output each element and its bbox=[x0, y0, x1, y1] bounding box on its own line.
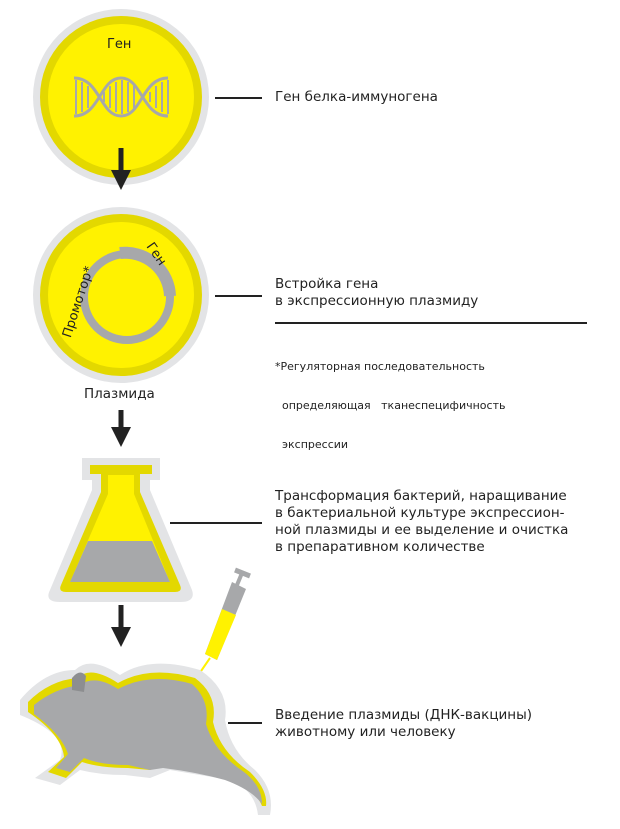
step-1-text: Ген белка-иммуногена bbox=[275, 89, 438, 105]
text-line: Встройка гена bbox=[275, 276, 379, 292]
leader-line bbox=[170, 522, 262, 524]
dna-icon bbox=[73, 76, 169, 118]
step-3-text: Трансформация бактерий, наращивание в ба… bbox=[275, 488, 568, 556]
text-line: Трансформация бактерий, наращивание bbox=[275, 488, 567, 504]
footnote-line: экспрессии bbox=[275, 438, 349, 451]
text-line: животному или человеку bbox=[275, 724, 456, 740]
text-line: в бактериальной культуре экспрессион- bbox=[275, 505, 565, 521]
footnote-line: *Регуляторная последовательность bbox=[275, 360, 485, 373]
step-4-text: Введение плазмиды (ДНК-вакцины) животном… bbox=[275, 707, 532, 741]
gene-label: Ген bbox=[107, 37, 132, 52]
text-line: в экспрессионную плазмиду bbox=[275, 293, 479, 309]
divider bbox=[275, 322, 587, 324]
leader-line bbox=[215, 295, 262, 297]
footnote-line: определяющая тканеспецифичность bbox=[275, 399, 506, 412]
plasmid-circle bbox=[33, 207, 209, 383]
rat-icon bbox=[20, 663, 271, 815]
leader-line bbox=[215, 97, 262, 99]
leader-line bbox=[228, 722, 262, 724]
text-line: ной плазмиды и ее выделение и очистка bbox=[275, 522, 569, 538]
text-line: Введение плазмиды (ДНК-вакцины) bbox=[275, 707, 533, 723]
step-2-text: Встройка гена в экспрессионную плазмиду bbox=[275, 276, 478, 310]
text-line: в препаративном количестве bbox=[275, 539, 485, 555]
footnote: *Регуляторная последовательность определ… bbox=[275, 334, 505, 464]
gene-circle bbox=[33, 9, 209, 185]
flask-icon bbox=[48, 458, 193, 602]
plasmid-caption: Плазмида bbox=[84, 386, 155, 402]
